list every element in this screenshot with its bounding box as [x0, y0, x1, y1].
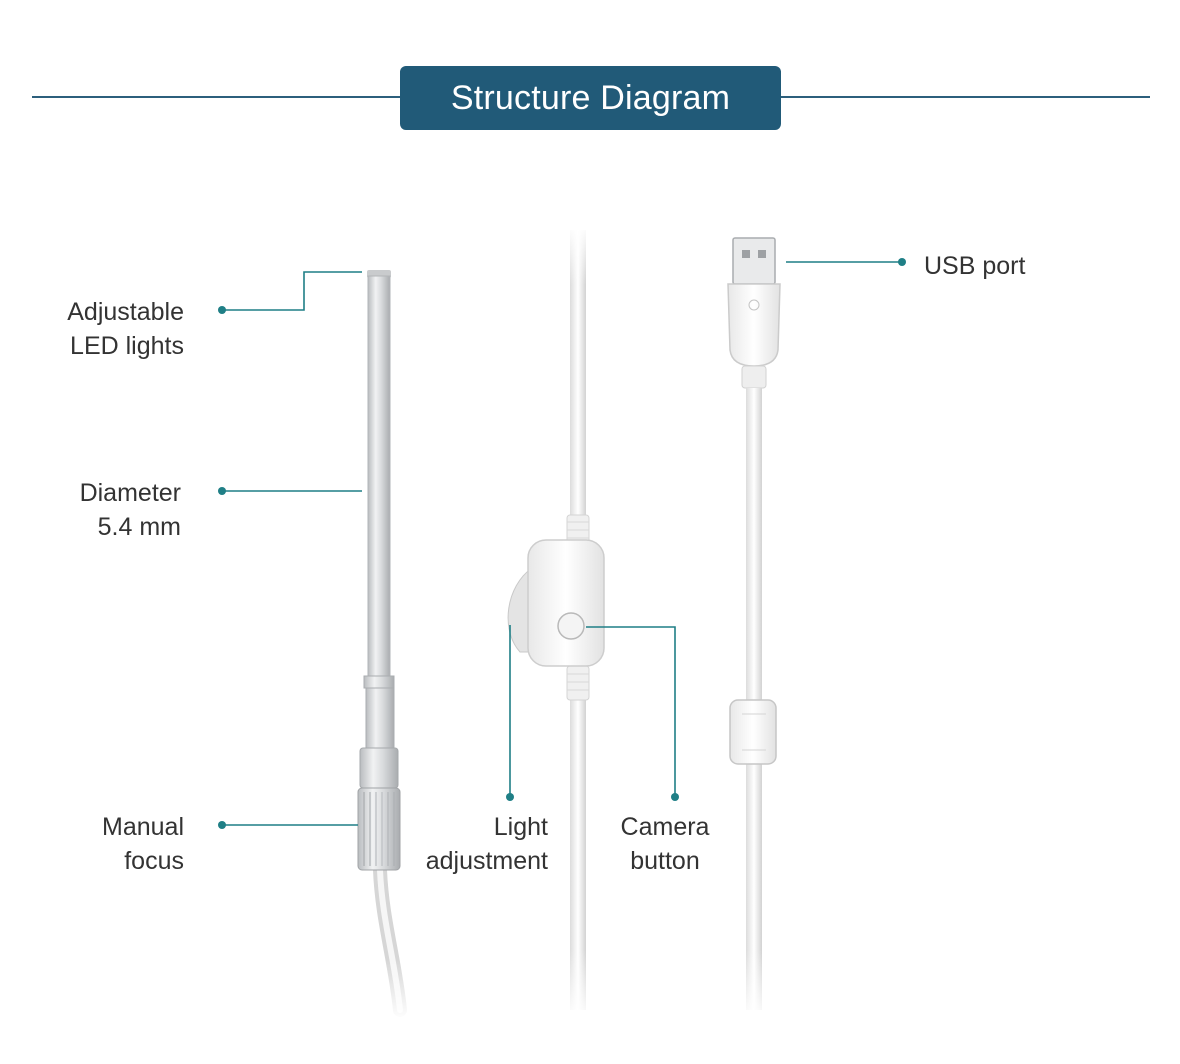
label-diameter-line1: Diameter — [79, 479, 181, 507]
camera-button-shape — [557, 612, 585, 640]
label-camera-line2: button — [630, 847, 700, 875]
label-manual-focus: Manual focus — [102, 810, 184, 878]
callout-diameter-dot — [218, 487, 226, 495]
label-diameter: Diameter 5.4 mm — [80, 476, 181, 544]
label-led-line1: Adjustable — [67, 298, 184, 326]
usb-plug — [732, 237, 776, 285]
callout-led-line — [222, 271, 362, 311]
focus-ring — [357, 787, 401, 871]
probe-shaft — [367, 275, 391, 677]
label-camera-button: Camera button — [605, 810, 725, 878]
callout-camera-dot — [671, 793, 679, 801]
label-adjustable-led-lights: Adjustable LED lights — [67, 295, 184, 363]
control-box — [507, 539, 605, 667]
callout-usb-dot — [898, 258, 906, 266]
label-light-line1: Light — [493, 813, 548, 841]
callouts — [222, 261, 902, 826]
callout-camera-line — [586, 626, 676, 797]
header-line-left — [32, 96, 402, 98]
endoscope-probe — [350, 270, 430, 1020]
label-light-adjustment: Light adjustment — [426, 810, 548, 878]
label-usb-port: USB port — [924, 252, 1026, 280]
ferrite-core — [729, 699, 777, 765]
usb-cable — [727, 237, 781, 1020]
label-light-line2: adjustment — [425, 847, 548, 875]
label-focus-line1: Manual — [102, 813, 184, 841]
page-title: Structure Diagram — [400, 66, 781, 130]
label-camera-line1: Camera — [620, 813, 710, 841]
callout-led-dot — [218, 306, 226, 314]
callout-focus-dot — [218, 821, 226, 829]
control-cable — [560, 225, 600, 1020]
label-focus-line2: focus — [124, 847, 184, 875]
label-led-line2: LED lights — [70, 332, 184, 360]
label-diameter-line2: 5.4 mm — [97, 513, 181, 541]
header-line-right — [778, 96, 1150, 98]
probe-collar — [363, 675, 395, 689]
callout-light-dot — [506, 793, 514, 801]
